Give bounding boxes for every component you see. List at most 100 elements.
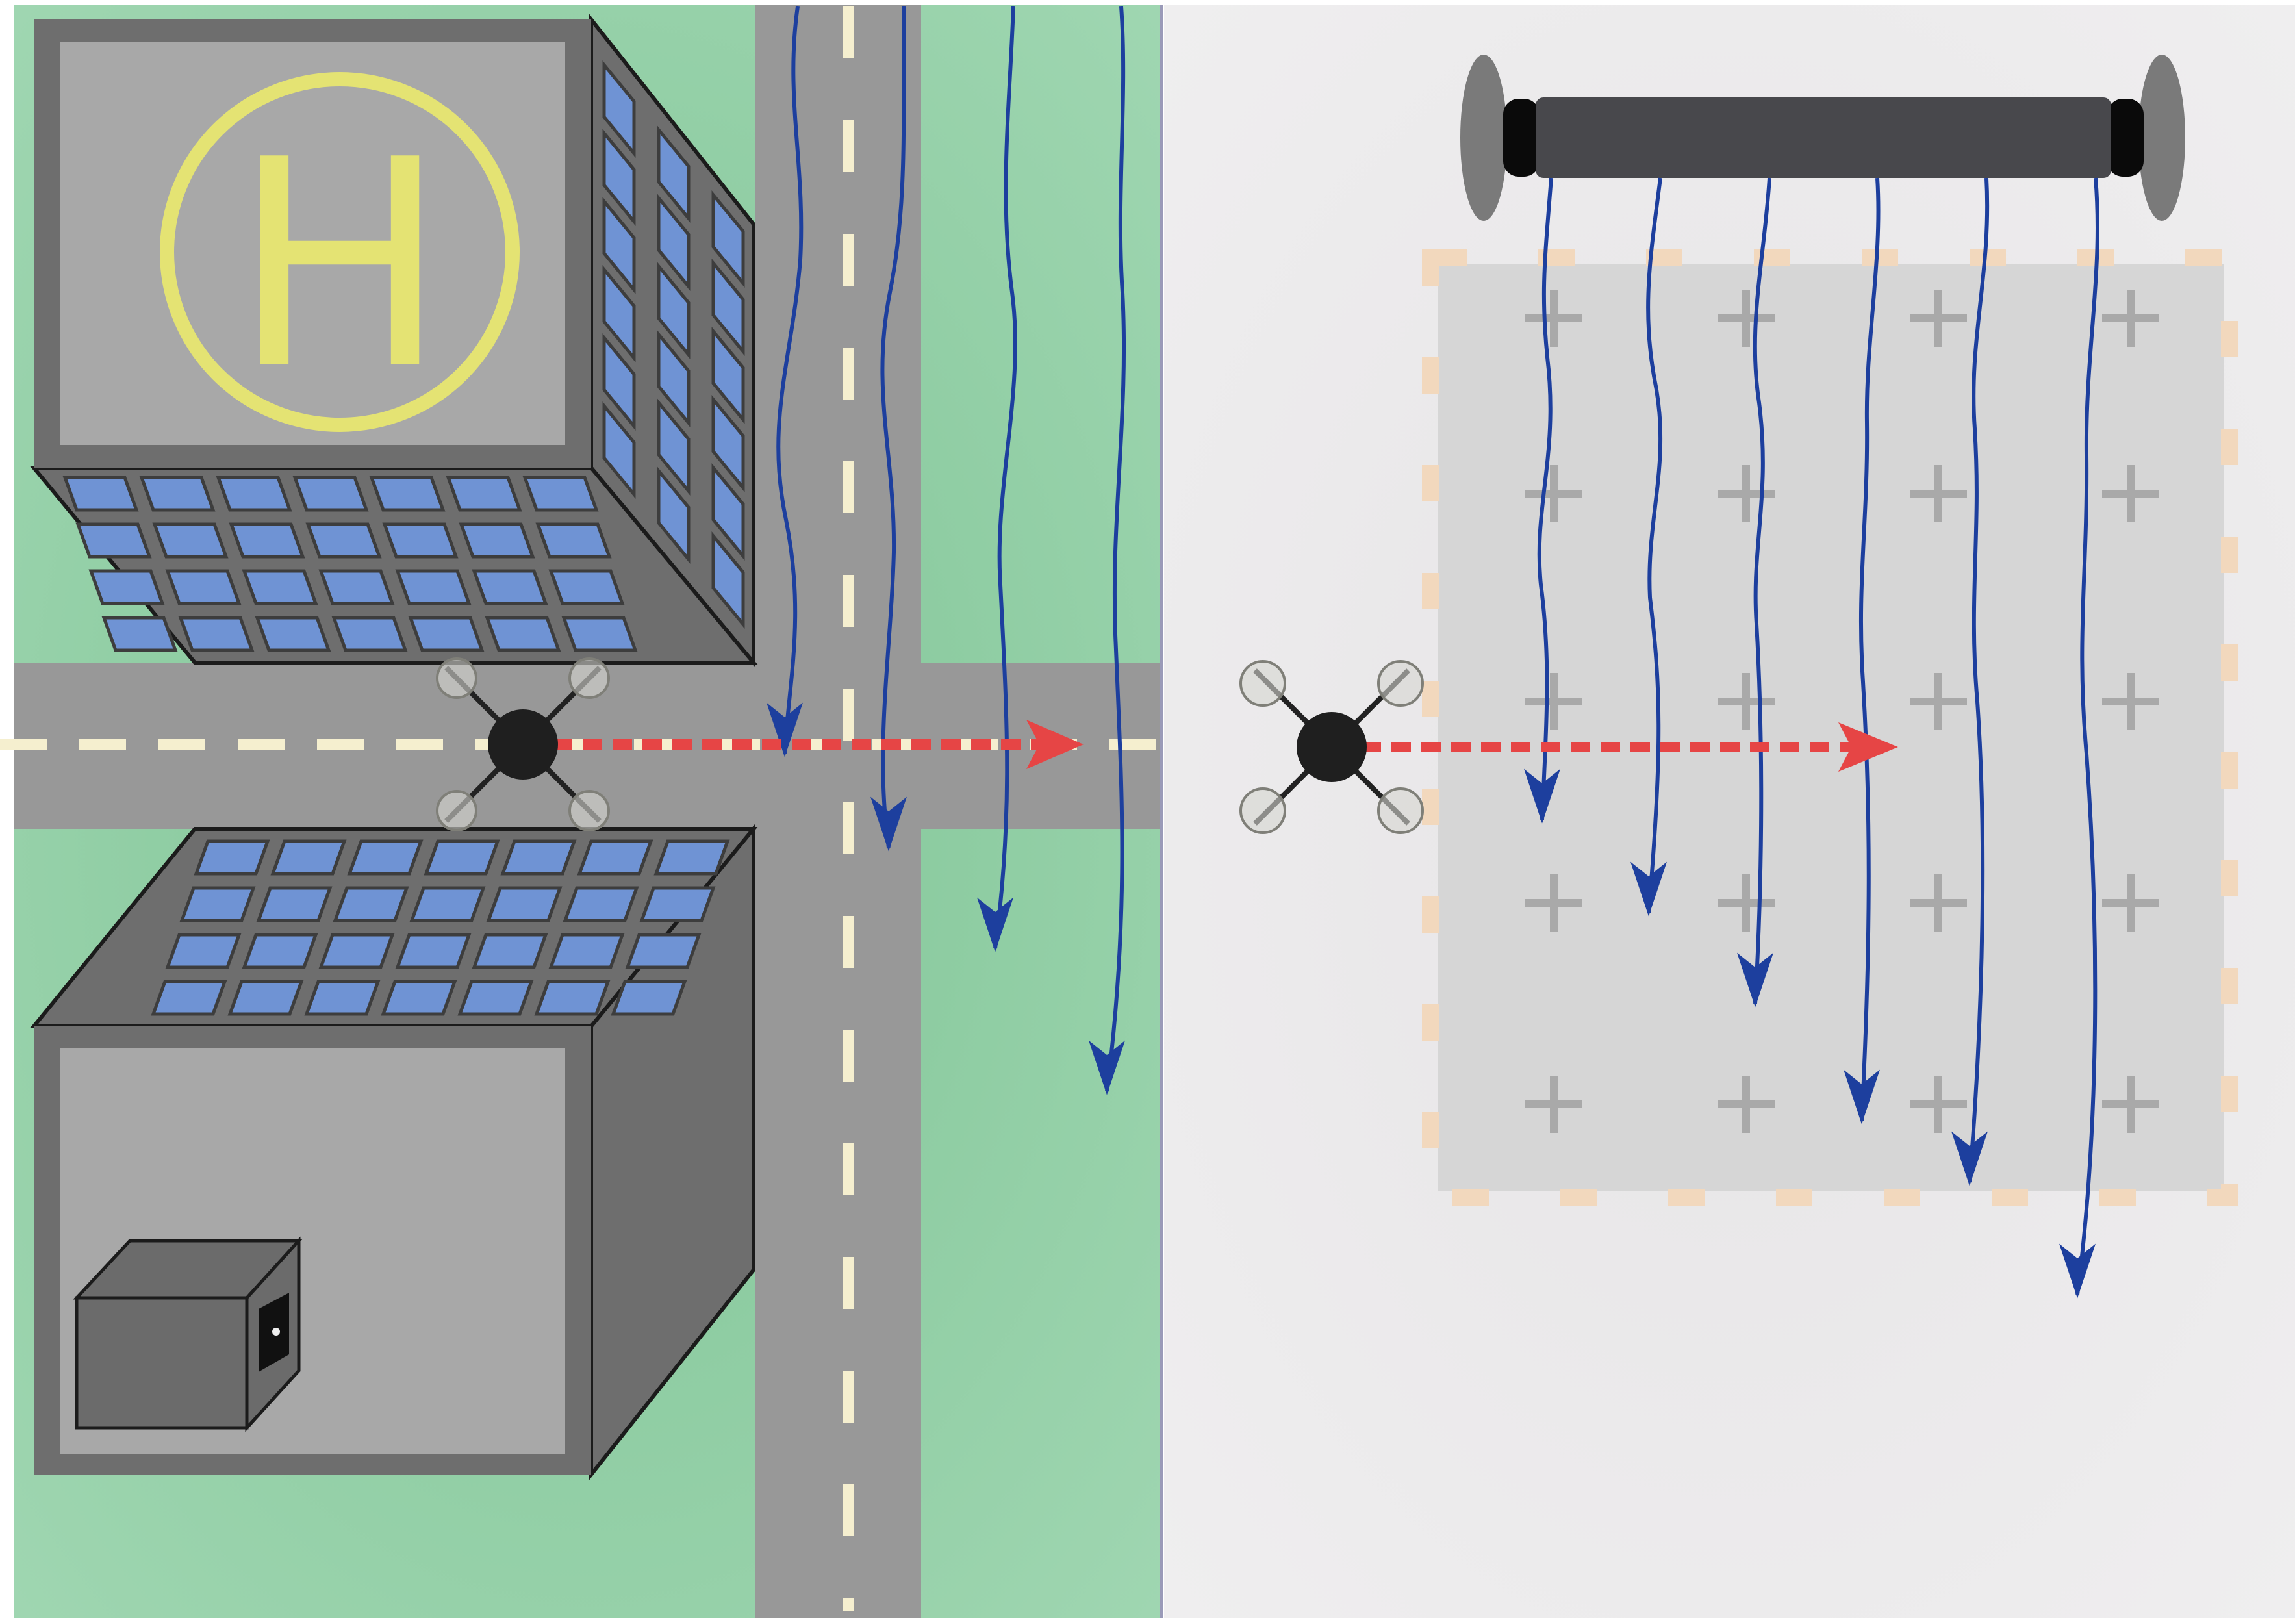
window [639, 886, 716, 922]
window [304, 980, 381, 1016]
window [331, 616, 408, 652]
drone-path-arrowhead [1026, 720, 1084, 769]
window [75, 522, 152, 559]
window [657, 194, 691, 291]
window [88, 569, 165, 605]
window [602, 197, 636, 294]
grid-marker-plus [1910, 1076, 1967, 1133]
window [548, 569, 625, 605]
window [424, 839, 500, 876]
window [486, 886, 563, 922]
window [602, 265, 636, 362]
window [381, 980, 457, 1016]
window [657, 262, 691, 359]
window [194, 839, 270, 876]
window [459, 522, 535, 559]
window [561, 616, 638, 652]
window [602, 333, 636, 431]
window [62, 476, 139, 512]
window [711, 531, 745, 629]
window [535, 522, 612, 559]
urban-scene: H [0, 5, 1163, 1618]
window [255, 616, 331, 652]
window [711, 190, 745, 288]
grid-marker-plus [2102, 290, 2159, 347]
window [711, 463, 745, 561]
window [395, 569, 472, 605]
grid-marker-plus [2102, 874, 2159, 932]
window [446, 476, 522, 512]
wind-streamline [1089, 6, 1126, 1095]
tunnel-wind-streamlines [1524, 177, 2099, 1299]
window [216, 476, 292, 512]
window [165, 933, 242, 969]
window [472, 569, 548, 605]
window [711, 395, 745, 492]
grid-marker-plus [1525, 874, 1582, 932]
urban-wind-streamlines [767, 6, 1126, 1095]
grid-marker-plus [1718, 874, 1775, 932]
wind-tunnel-scene [1164, 5, 2295, 1618]
window [333, 886, 409, 922]
building-roof [60, 42, 565, 445]
window [563, 886, 639, 922]
grid-marker-plus [1525, 1076, 1582, 1133]
window [242, 933, 318, 969]
grid-marker-plus [1525, 673, 1582, 730]
window [409, 886, 486, 922]
quadcopter-icon [436, 657, 610, 831]
window [711, 327, 745, 424]
window [657, 466, 691, 564]
window [548, 933, 625, 969]
window [101, 616, 178, 652]
window [152, 522, 229, 559]
wind-streamline [2059, 177, 2099, 1299]
grid-marker-plus [1910, 465, 1967, 522]
window [534, 980, 611, 1016]
window [602, 401, 636, 499]
wind-streamline [870, 6, 907, 852]
window [227, 980, 304, 1016]
window [500, 839, 577, 876]
grid-marker-plus [2102, 1076, 2159, 1133]
window [395, 933, 472, 969]
window [256, 886, 333, 922]
window [318, 569, 395, 605]
building-windows [62, 60, 745, 1016]
wind-streamline [1630, 177, 1667, 917]
window [242, 569, 318, 605]
window [369, 476, 446, 512]
window [318, 933, 395, 969]
window [178, 616, 255, 652]
window [657, 398, 691, 496]
window [522, 476, 599, 512]
window [602, 60, 636, 158]
window [270, 839, 347, 876]
quadcopter-icon [1239, 660, 1424, 834]
grid-marker-plus [1910, 290, 1967, 347]
wind-streamline [1737, 177, 1773, 1008]
window [292, 476, 369, 512]
camera-box-icon [73, 1236, 303, 1432]
window [382, 522, 459, 559]
window [602, 129, 636, 226]
wind-streamline [1951, 177, 1990, 1186]
grid-marker-plus [2102, 673, 2159, 730]
window [657, 125, 691, 223]
window [577, 839, 653, 876]
wind-streamline [1524, 177, 1560, 824]
window [653, 839, 730, 876]
scene-divider [1160, 5, 1163, 1618]
drone-path-arrowhead [1838, 722, 1898, 772]
window [657, 330, 691, 427]
fan-array-icon [1460, 55, 2185, 221]
grid-marker-plus [1718, 465, 1775, 522]
helipad-circle [160, 72, 520, 432]
grid-marker-plus [1718, 1076, 1775, 1133]
window [472, 933, 548, 969]
window [347, 839, 424, 876]
window [457, 980, 534, 1016]
window [408, 616, 485, 652]
grid-marker-plus [1910, 673, 1967, 730]
